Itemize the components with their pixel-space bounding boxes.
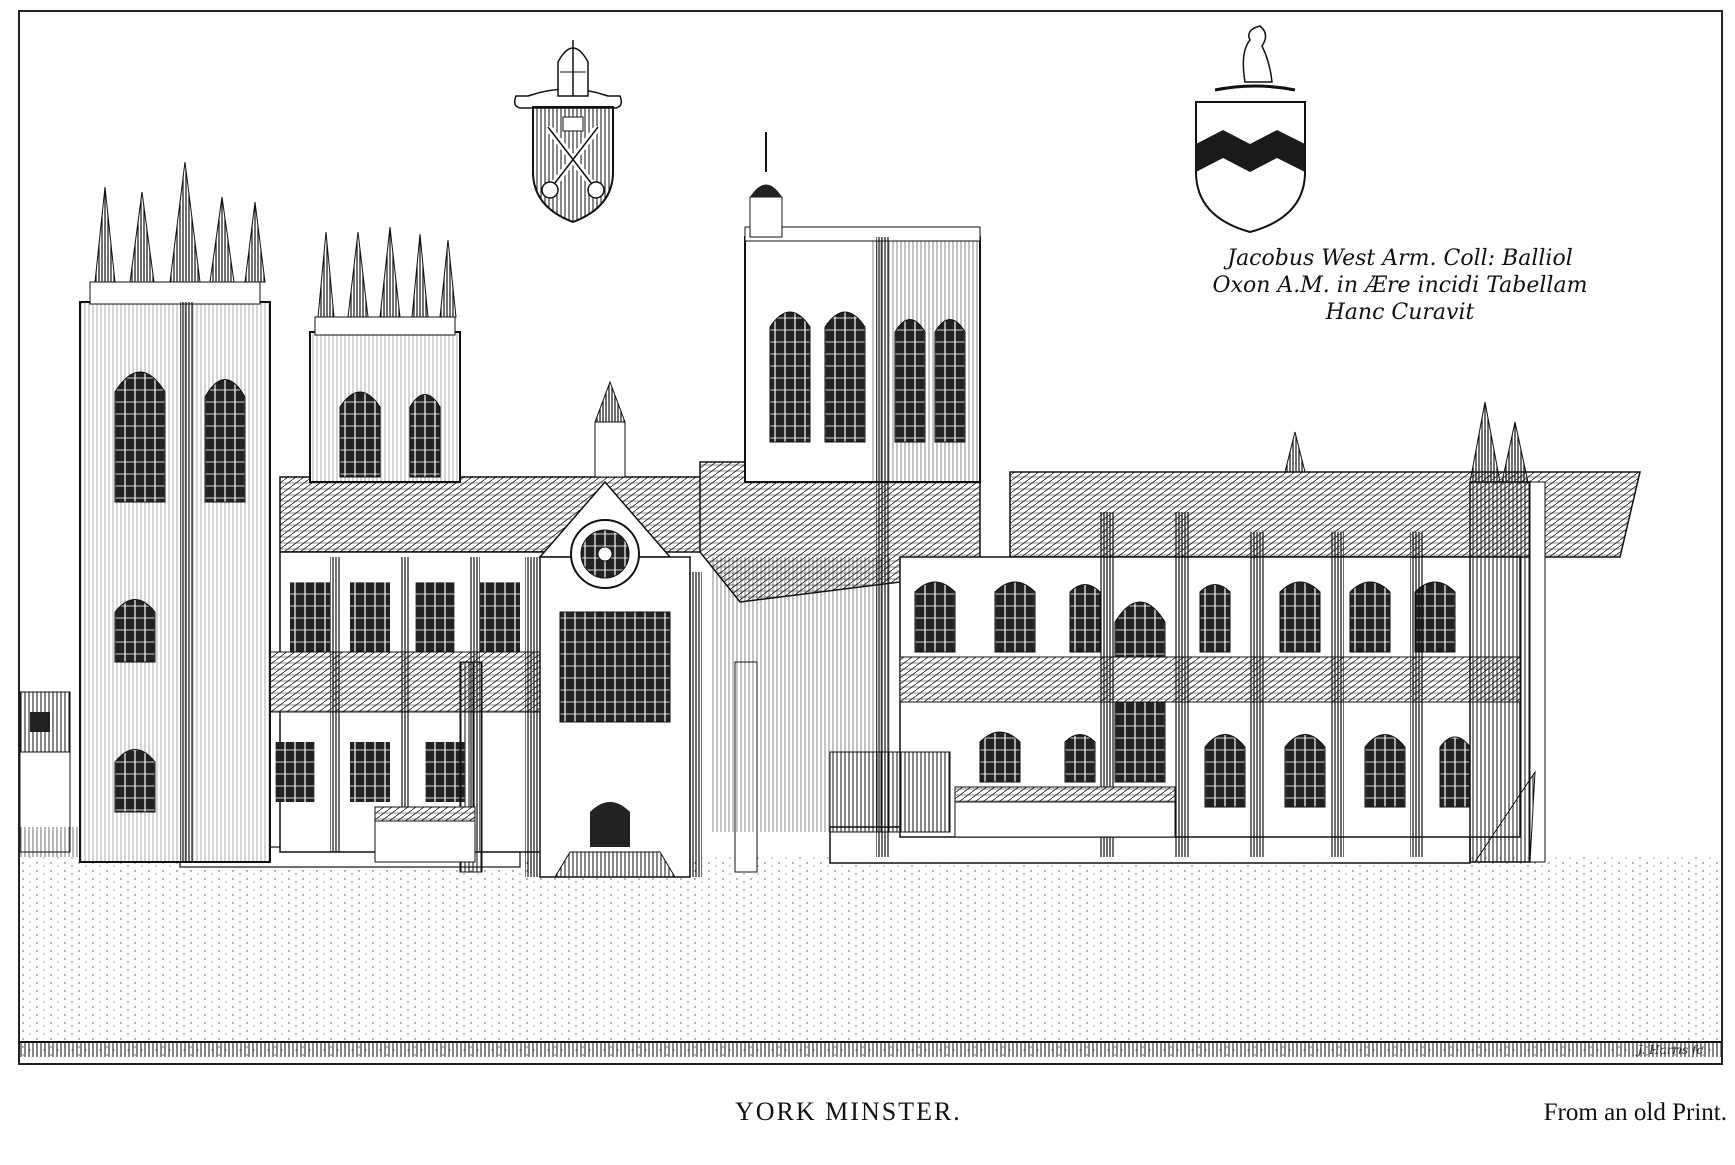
lower-buildings [374,751,1176,863]
choir-wall [710,512,1521,857]
source-note: From an old Print. [1543,1099,1727,1126]
engraving-plate: Jacobus West Arm. Coll: Balliol Oxon A.M… [18,10,1723,1065]
personal-coat-of-arms [1195,25,1306,234]
plate-caption: YORK MINSTER. [735,1097,962,1126]
inscription-line: Jacobus West Arm. Coll: Balliol [1227,246,1573,271]
west-tower-left [79,161,271,863]
south-transept [525,380,702,878]
east-end [1284,401,1546,863]
inscription-line: Oxon A.M. in Ære incidi Tabellam [1212,273,1588,298]
engraver-inscription: Jacobus West Arm. Coll: Balliol Oxon A.M… [1190,245,1610,326]
episcopal-coat-of-arms [513,40,623,224]
west-tower-right [309,226,461,483]
nave-roof [279,476,742,553]
cathedral-engraving [20,25,1721,1057]
sky-edge [20,827,80,857]
ground [20,857,1721,1057]
central-tower [744,132,981,857]
engraver-signature: J. Harris fc. [1637,1043,1707,1057]
inscription-line: Hanc Curavit [1325,300,1475,325]
